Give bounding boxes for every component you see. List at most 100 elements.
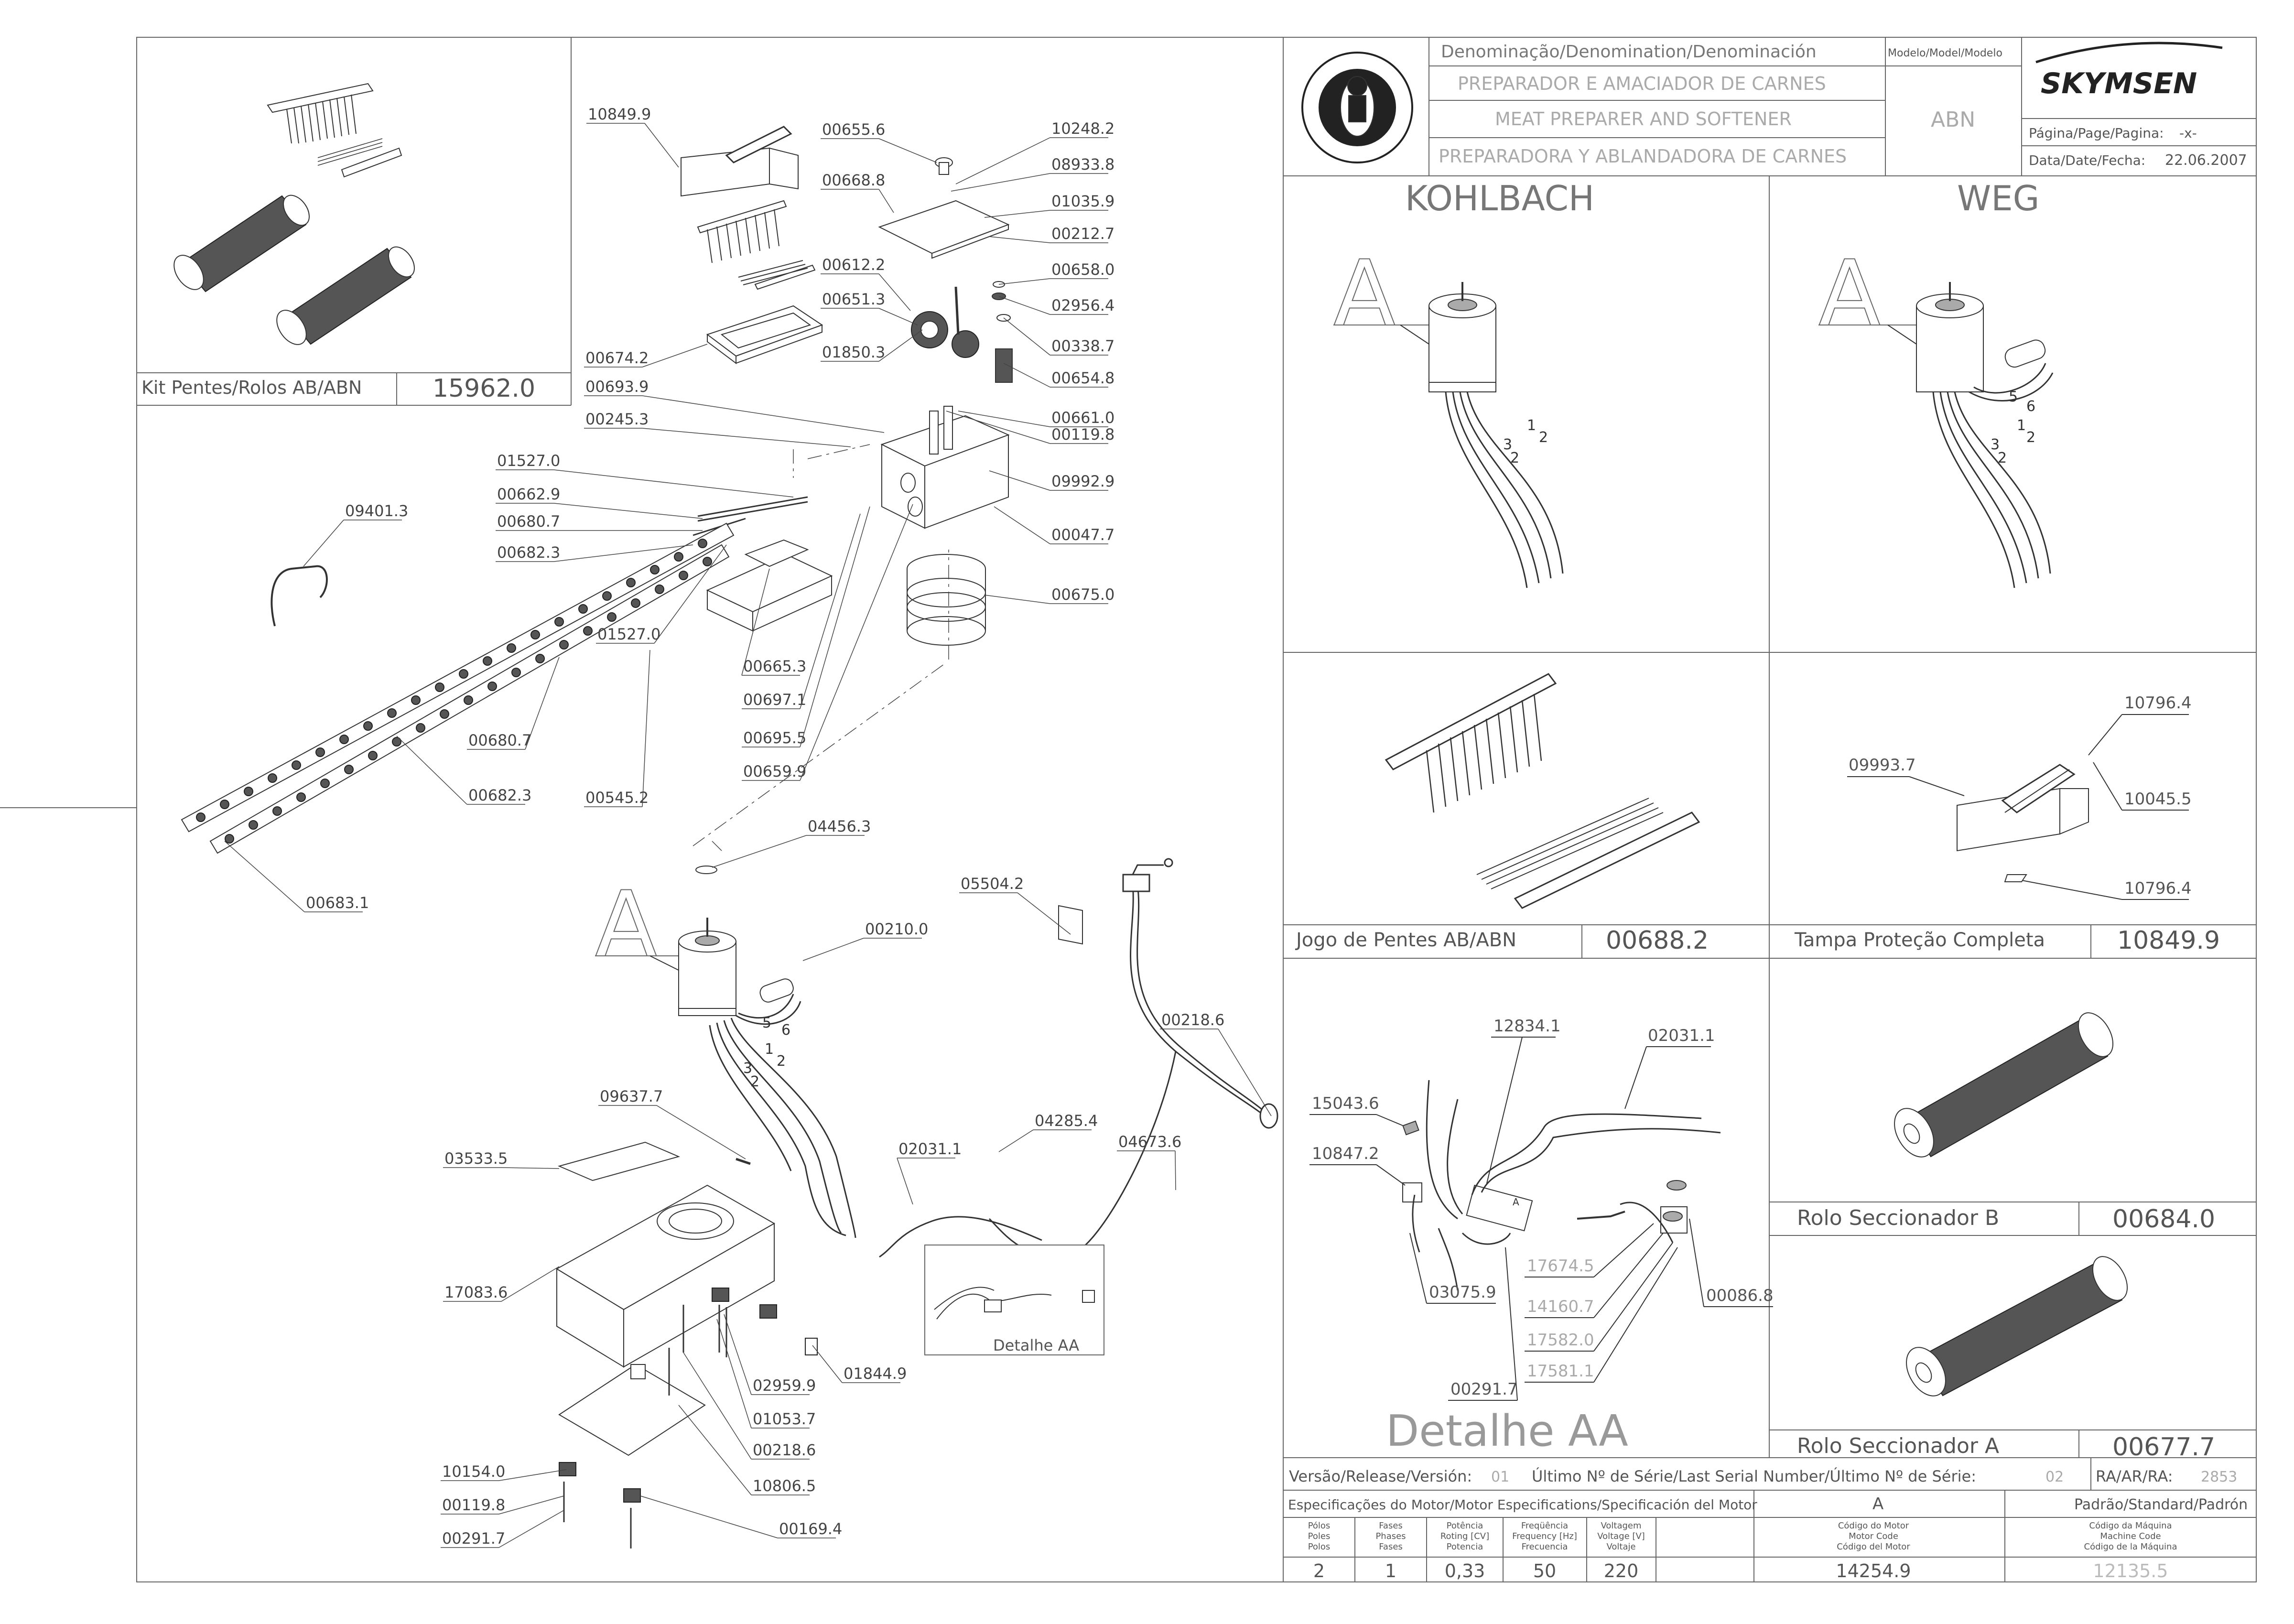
kit-roller-1-icon: [173, 195, 310, 292]
svg-text:6: 6: [781, 1022, 790, 1039]
detail-callout-15043-6: 15043.6: [1312, 1094, 1379, 1113]
callout-leader-19: [553, 469, 794, 498]
callout-leader-0: [644, 123, 679, 168]
callout-leader-33: [800, 504, 913, 781]
callout-label-32: 00682.3: [468, 786, 531, 804]
exploded-view: A 5 6 1 2 3 2: [181, 126, 1278, 1548]
callout-label-3: 08933.8: [1051, 155, 1115, 173]
callout-leader-3: [951, 173, 1050, 192]
callout-leader-39: [1218, 1029, 1272, 1116]
svg-text:5: 5: [2009, 389, 2018, 405]
machine-code-header-es: Código de la Máquina: [2084, 1542, 2177, 1552]
comb-set-icon: [1385, 673, 1700, 909]
callout-leader-28: [741, 568, 770, 676]
svg-text:2: 2: [777, 1053, 786, 1070]
callout-leader-20: [989, 470, 1050, 491]
callout-label-36: 00683.1: [306, 894, 369, 912]
roller-b-icon: [1894, 1012, 2114, 1158]
callout-leader-26: [984, 595, 1050, 604]
callout-leader-6: [989, 236, 1050, 243]
callout-label-13: 00338.7: [1051, 337, 1115, 355]
callout-leader-8: [998, 278, 1050, 285]
model-label: Modelo/Model/Modelo: [1888, 47, 2002, 59]
callout-leader-2: [955, 137, 1050, 184]
callout-leader-4: [878, 189, 894, 213]
callout-label-1: 00655.6: [822, 120, 885, 139]
callout-label-10: 02956.4: [1051, 296, 1115, 314]
serial-value: 02: [2045, 1469, 2064, 1485]
name-es: PREPARADORA Y ABLANDADORA DE CARNES: [1439, 146, 1847, 167]
callout-label-21: 00662.9: [497, 485, 560, 503]
callout-leader-17: [958, 411, 1050, 427]
label-card-icon: [1058, 905, 1083, 945]
callout-label-49: 00218.6: [753, 1441, 816, 1459]
motor-code-header-pt: Código do Motor: [1838, 1521, 1909, 1531]
callout-leader-7: [878, 273, 911, 311]
callout-label-11: 00674.2: [585, 349, 649, 367]
phases-header-en: Phases: [1375, 1531, 1406, 1541]
callout-leader-49: [683, 1352, 752, 1460]
title-block: Denominação/Denomination/Denominación Mo…: [1283, 37, 2256, 1582]
callout-leader-31: [800, 506, 870, 747]
callout-label-30: 00680.7: [468, 731, 531, 749]
callout-label-8: 00658.0: [1051, 260, 1115, 279]
machine-code-value: 12135.5: [2093, 1560, 2168, 1581]
callout-leader-32: [396, 736, 467, 805]
spec-table: Versão/Release/Versión: 01 Último Nº de …: [1283, 1457, 2256, 1582]
svg-text:3: 3: [1503, 436, 1512, 453]
callout-leader-40: [656, 1105, 746, 1159]
machine-code-header-pt: Código da Máquina: [2089, 1521, 2172, 1531]
svg-text:6: 6: [2026, 398, 2035, 415]
callout-label-4: 00668.8: [822, 171, 885, 189]
callout-label-6: 00212.7: [1051, 225, 1115, 243]
roller-b-label: Rolo Seccionador B: [1797, 1206, 1999, 1230]
date-label: Data/Date/Fecha:: [2029, 152, 2145, 168]
svg-text:A: A: [1818, 241, 1881, 346]
ra-value: 2853: [2201, 1469, 2237, 1485]
detail-aa-panel: Detalhe AA 12834.1 02031.1 15043.6 10847…: [1309, 1017, 1774, 1456]
callout-label-47: 02959.9: [753, 1376, 816, 1395]
detail-callout-00291-7: 00291.7: [1450, 1380, 1518, 1399]
callout-leader-13: [1003, 317, 1050, 356]
detail-callout-03075-9: 03075.9: [1429, 1283, 1496, 1302]
callout-leader-43: [501, 1167, 560, 1169]
callout-leader-1: [878, 138, 937, 163]
callout-label-34: 00545.2: [585, 789, 649, 807]
callout-label-37: 05504.2: [961, 875, 1024, 893]
callout-leader-44: [897, 1158, 913, 1205]
base-box-icon: [556, 1184, 776, 1368]
drawing-frame: [0, 37, 2257, 1582]
svg-text:A: A: [1513, 1196, 1519, 1208]
phases-header-pt: Fases: [1379, 1521, 1403, 1531]
callout-leader-24: [994, 506, 1050, 544]
callout-leader-41: [998, 1129, 1034, 1152]
serial-label: Último Nº de Série/Last Serial Number/Úl…: [1532, 1467, 1976, 1485]
top-plate-icon: [878, 157, 1010, 259]
callout-label-50: 10154.0: [442, 1462, 505, 1481]
freq-value: 50: [1533, 1560, 1556, 1581]
motor-code-header-es: Código del Motor: [1837, 1542, 1910, 1552]
motor-code-value: 14254.9: [1836, 1560, 1911, 1581]
callout-label-12: 01850.3: [822, 343, 885, 361]
callout-label-0: 10849.9: [588, 105, 651, 123]
callout-label-45: 17083.6: [444, 1283, 508, 1301]
callout-label-35: 04456.3: [808, 817, 871, 835]
kit-comb-icon: [267, 83, 402, 178]
callout-label-7: 00612.2: [822, 256, 885, 274]
page-value: -x-: [2179, 125, 2197, 141]
voltage-header-pt: Voltagem: [1601, 1521, 1641, 1531]
callout-label-51: 10806.5: [753, 1477, 816, 1495]
callout-leader-9: [878, 308, 918, 325]
freq-header-en: Frequency [Hz]: [1512, 1531, 1577, 1541]
roller-assembly-lower-icon: [209, 544, 730, 854]
callout-label-26: 00675.0: [1051, 585, 1115, 604]
voltage-header-es: Voltaje: [1606, 1542, 1635, 1552]
svg-text:1: 1: [2017, 417, 2026, 434]
callout-label-43: 03533.5: [444, 1149, 508, 1168]
gearbox-housing-icon: [880, 406, 1010, 529]
name-pt: PREPARADOR E AMACIADOR DE CARNES: [1458, 73, 1826, 94]
callout-label-20: 09992.9: [1051, 472, 1115, 490]
oring-icon: [695, 866, 717, 874]
callout-label-27: 01527.0: [597, 625, 660, 643]
power-cable-icon: [879, 858, 1278, 1258]
